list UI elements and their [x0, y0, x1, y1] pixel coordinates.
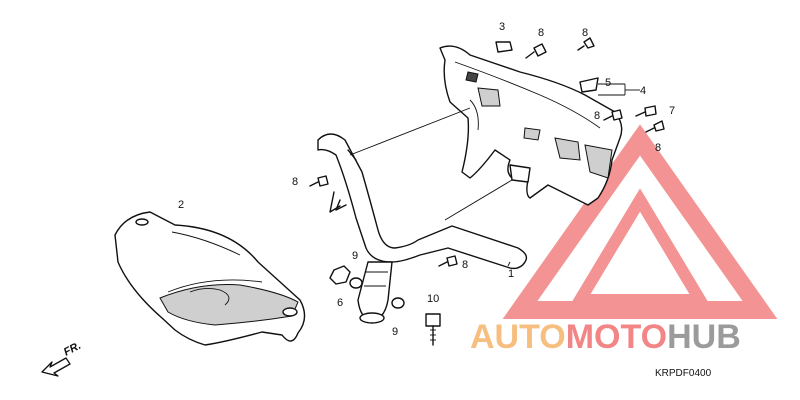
callout-9a: 9 — [352, 250, 358, 262]
callout-4: 4 — [640, 85, 646, 97]
callout-3: 3 — [499, 21, 505, 33]
front-cover-part — [114, 211, 306, 346]
callout-1: 1 — [508, 268, 514, 280]
bolt-8b — [577, 37, 595, 51]
bolt-8c — [603, 109, 623, 121]
leader-lines — [349, 83, 640, 267]
bolt-8a — [525, 43, 547, 59]
callout-5: 5 — [605, 77, 611, 89]
callout-6: 6 — [337, 297, 343, 309]
hardware-parts — [309, 37, 665, 346]
watermark-part-3: HUB — [667, 318, 741, 356]
handlebar-part — [317, 133, 528, 324]
bolt-8f — [645, 120, 665, 133]
watermark-logo — [502, 124, 778, 319]
bolt-8e — [438, 255, 458, 267]
callout-8a: 8 — [538, 27, 544, 39]
callout-10: 10 — [427, 293, 439, 305]
screw-7 — [635, 105, 657, 117]
callout-2: 2 — [178, 199, 184, 211]
nut-part-6 — [329, 265, 351, 285]
callout-labels: 1 2 3 4 5 6 7 8 8 8 8 8 8 9 9 10 — [178, 21, 675, 338]
diagram-code: KRPDF0400 — [655, 368, 712, 379]
watermark-part-2: MOTO — [566, 318, 667, 356]
callout-8b: 8 — [582, 27, 588, 39]
watermark-text: AUTOMOTOHUB — [470, 318, 741, 356]
callout-8d: 8 — [292, 176, 298, 188]
arrow-icon — [41, 357, 71, 377]
washer-9a — [349, 277, 363, 289]
callout-7: 7 — [669, 105, 675, 117]
callout-8f: 8 — [655, 142, 661, 154]
bolt-part-10 — [425, 313, 441, 346]
callout-8c: 8 — [594, 110, 600, 122]
rear-cover-part — [439, 45, 623, 206]
callout-9b: 9 — [392, 326, 398, 338]
pad-part-5 — [579, 77, 599, 93]
washer-9b — [391, 297, 405, 309]
watermark-part-1: AUTO — [470, 318, 566, 356]
bolt-8d — [309, 175, 329, 187]
callout-8e: 8 — [462, 259, 468, 271]
clip-part-3 — [495, 41, 513, 53]
front-label: FR. — [62, 340, 83, 359]
front-direction-indicator: FR. — [41, 340, 83, 377]
